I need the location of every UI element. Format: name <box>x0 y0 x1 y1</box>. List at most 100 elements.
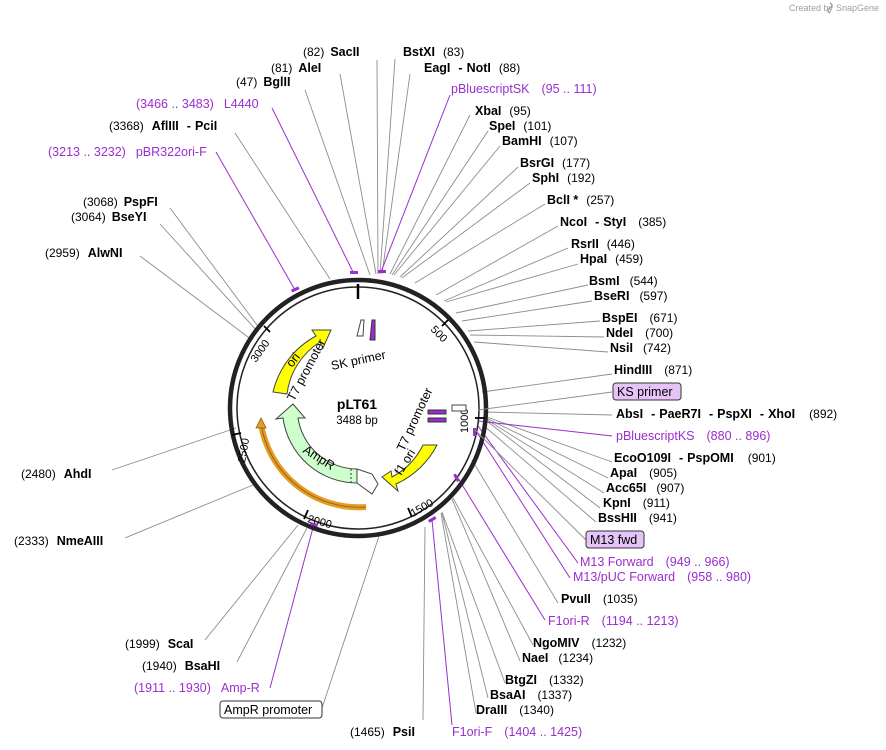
ndei-name: NdeI <box>606 326 633 340</box>
sacii-pos: (82) <box>303 45 324 59</box>
hindiii-pos: (871) <box>664 363 692 377</box>
nsii-name: NsiI <box>610 341 633 355</box>
sk-primer-arc-label: SK primer <box>330 348 387 373</box>
ks-primer-box: KS primer <box>477 382 682 411</box>
bspei-name: BspEI <box>602 311 637 325</box>
f1orif-name: F1ori-F <box>452 725 493 739</box>
svg-text:(3068)PspFI: (3068)PspFI <box>83 195 158 209</box>
svg-text:pBluescriptSK(95 .. 111): pBluescriptSK(95 .. 111) <box>451 82 597 96</box>
svg-text:BsmI(544): BsmI (544) <box>589 274 658 288</box>
xbai-name: XbaI <box>475 104 501 118</box>
pcii-name: PciI <box>195 119 217 133</box>
svg-text:SpeI(101): SpeI(101) <box>489 119 551 133</box>
svg-text:BclI *(257): BclI *(257) <box>547 193 614 207</box>
svg-text:(47)BglII: (47)BglII <box>236 75 290 89</box>
bamhi-pos: (107) <box>550 134 578 148</box>
tick-label-1000: 1000 <box>459 409 471 433</box>
ecoo109i-pos: (901) <box>748 451 776 465</box>
ks-primer-label: KS primer <box>617 385 673 399</box>
noti-name: NotI <box>467 61 491 75</box>
tick-label-500: 500 <box>428 324 449 345</box>
bsmi-pos: (544) <box>630 274 658 288</box>
svg-text:NgoMIV(1232): NgoMIV(1232) <box>533 636 626 650</box>
svg-text:(82)SacII: (82)SacII <box>303 45 360 59</box>
alei-pos: (81) <box>271 61 292 75</box>
m13-fwd-arrow <box>427 417 447 423</box>
spei-pos: (101) <box>523 119 551 133</box>
m13forward-range: (949 .. 966) <box>666 555 730 569</box>
svg-text:BamHI(107): BamHI(107) <box>502 134 578 148</box>
draiii-name: DraIII <box>476 703 507 717</box>
pbr322ori-range: (3213 .. 3232) <box>48 145 126 159</box>
afliii-sep: - <box>187 119 191 133</box>
paer7i-name: PaeR7I <box>659 407 701 421</box>
ampr-primer-range: (1911 .. 1930) <box>134 681 211 695</box>
ampr-promoter-box: AmpR promoter <box>219 700 323 719</box>
f1orir-range: (1194 .. 1213) <box>602 614 679 628</box>
bcli-name: BclI * <box>547 193 578 207</box>
ncoi-name: NcoI <box>560 215 587 229</box>
m13-fwd-box: M13 fwd <box>474 429 645 549</box>
svg-text:(81)AleI: (81)AleI <box>271 61 321 75</box>
pspomi-name: PspOMI <box>687 451 734 465</box>
svg-text:(3368)AflIII-PciI: (3368)AflIII-PciI <box>109 119 217 133</box>
naei-pos: (1234) <box>558 651 593 665</box>
nmeaiii-pos: (2333) <box>14 534 49 548</box>
svg-text:(3064)BseYI: (3064) BseYI <box>71 210 146 224</box>
enzyme-alei-sacii-group: (82)SacII (81)AleI (47)BglII (3368)AflII… <box>14 45 415 739</box>
svg-text:(2959)AlwNI: (2959)AlwNI <box>45 246 122 260</box>
afliii-name: AflIII <box>152 119 179 133</box>
svg-text:M13 Forward(949 .. 966): M13 Forward (949 .. 966) <box>580 555 730 569</box>
t7-promoter-left-arrow <box>356 319 365 337</box>
pbr322ori-name: pBR322ori-F <box>136 145 207 159</box>
rsrii-pos: (446) <box>607 237 635 251</box>
svg-text:BspEI(671): BspEI(671) <box>602 311 677 325</box>
plasmid-size: 3488 bp <box>336 415 378 427</box>
bsahi-name: BsaHI <box>185 659 220 673</box>
primer-labels: pBluescriptSK(95 .. 111) (3466 .. 3483)L… <box>48 82 770 739</box>
bsaai-pos: (1337) <box>537 688 572 702</box>
svg-text:(2480)AhdI: (2480)AhdI <box>21 467 91 481</box>
btgzi-pos: (1332) <box>549 673 584 687</box>
xbai-pos: (95) <box>509 104 530 118</box>
svg-text:F1ori-R(1194 .. 1213): F1ori-R (1194 .. 1213) <box>548 614 679 628</box>
pspxi-name: PspXI <box>717 407 752 421</box>
bseyi-pos: (3064) <box>71 210 106 224</box>
svg-text:DraIII(1340): DraIII(1340) <box>476 703 554 717</box>
svg-text:(1999)ScaI: (1999)ScaI <box>125 637 193 651</box>
pspfi-name: PspFI <box>124 195 158 209</box>
t7-promoter-right-arrow <box>451 404 467 412</box>
pbluescriptks-range: (880 .. 896) <box>707 429 771 443</box>
bseyi-name: BseYI <box>112 210 147 224</box>
rsrii-name: RsrII <box>571 237 599 251</box>
enzyme-right-group: BstXI(83) EagI-NotI(88) XbaI(95) SpeI(10… <box>403 45 837 717</box>
m13-fwd-label: M13 fwd <box>590 533 637 547</box>
credit-prefix: Created by <box>789 3 834 13</box>
scai-pos: (1999) <box>125 637 160 651</box>
svg-text:BseRI(597): BseRI(597) <box>594 289 667 303</box>
sk-primer-arrow <box>369 319 376 341</box>
bsshii-name: BssHII <box>598 511 637 525</box>
l4440-range: (3466 .. 3483) <box>136 97 214 111</box>
bsrgi-name: BsrGI <box>520 156 554 170</box>
xhoi-name: XhoI <box>768 407 795 421</box>
ori-feature <box>272 329 332 395</box>
bsrgi-pos: (177) <box>562 156 590 170</box>
svg-text:(1465)PsiI: (1465)PsiI <box>350 725 415 739</box>
ori-label: ori <box>283 350 303 370</box>
tick-label-3000: 3000 <box>249 338 273 365</box>
eagi-pos: (88) <box>499 61 520 75</box>
bseri-name: BseRI <box>594 289 629 303</box>
pbluescriptsk-name: pBluescriptSK <box>451 82 530 96</box>
nsii-pos: (742) <box>643 341 671 355</box>
ndei-pos: (700) <box>645 326 673 340</box>
ecoo109i-name: EcoO109I <box>614 451 671 465</box>
svg-text:BtgZI(1332): BtgZI(1332) <box>505 673 584 687</box>
svg-text:Acc65I(907): Acc65I(907) <box>606 481 684 495</box>
psii-name: PsiI <box>393 725 415 739</box>
bsmi-name: BsmI <box>589 274 620 288</box>
f1orir-name: F1ori-R <box>548 614 590 628</box>
svg-text:(1940)BsaHI: (1940)BsaHI <box>142 659 220 673</box>
pbluescriptks-name: pBluescriptKS <box>616 429 695 443</box>
m13forward-name: M13 Forward <box>580 555 654 569</box>
